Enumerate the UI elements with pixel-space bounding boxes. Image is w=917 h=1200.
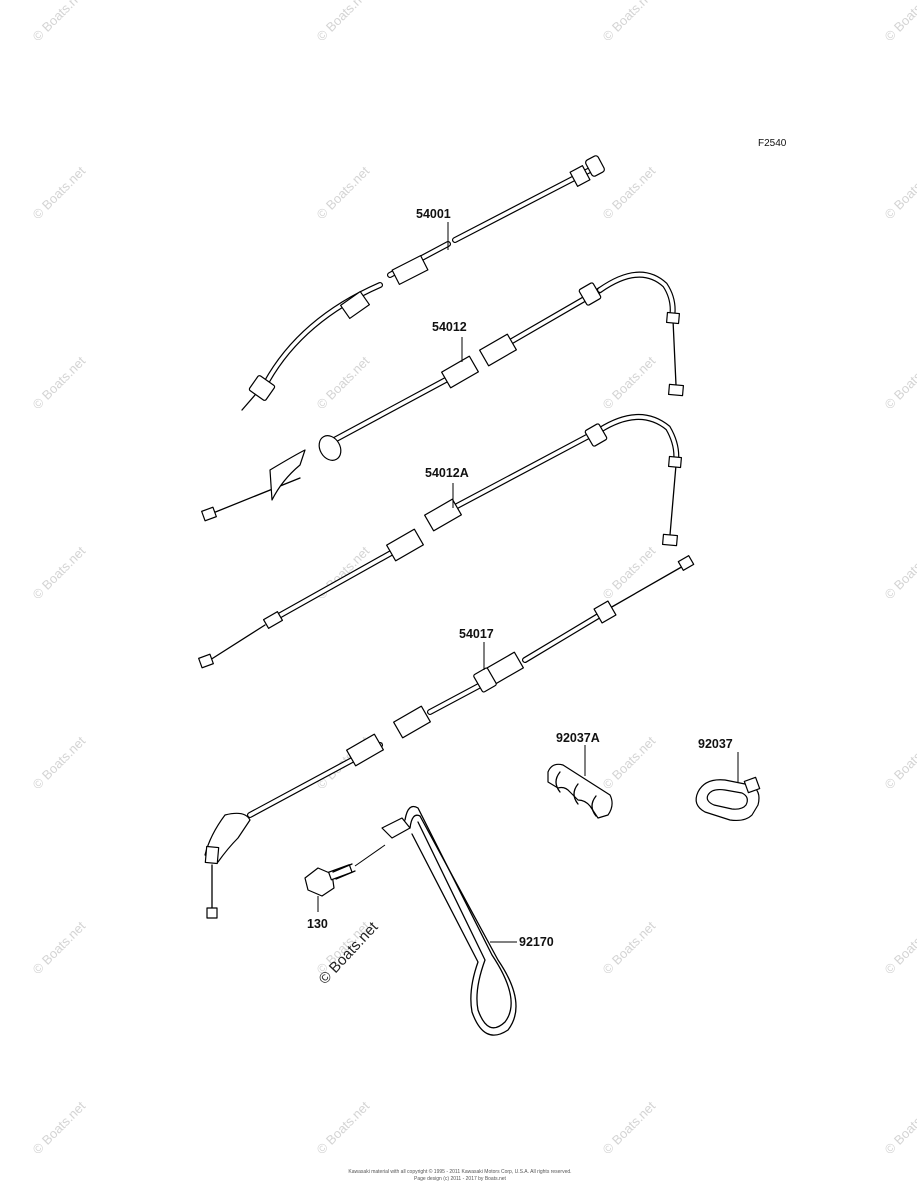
watermark-tile: © Boats.net: [314, 163, 373, 222]
footer-copyright-line2: Page design (c) 2011 - 2017 by Boats.net: [414, 1176, 507, 1182]
watermark-tile: © Boats.net: [314, 0, 373, 44]
part-label-54001[interactable]: 54001: [416, 207, 451, 221]
clamp-92037A[interactable]: [547, 763, 613, 819]
watermark-tile: © Boats.net: [600, 918, 659, 977]
part-label-54017[interactable]: 54017: [459, 627, 494, 641]
cable-54017[interactable]: [204, 555, 695, 919]
cable-54001[interactable]: [241, 155, 605, 411]
watermark-tile: © Boats.net: [30, 353, 89, 412]
watermark-tile: © Boats.net: [882, 543, 917, 602]
watermark-tile: © Boats.net: [882, 353, 917, 412]
cable-54012A[interactable]: [198, 414, 683, 669]
watermark-tile: © Boats.net: [600, 1098, 659, 1157]
bolt-130[interactable]: [304, 844, 386, 897]
watermark-tile: © Boats.net: [600, 353, 659, 412]
part-label-92037A[interactable]: 92037A: [556, 731, 600, 745]
watermark-tile: © Boats.net: [882, 1098, 917, 1157]
watermark-tile: © Boats.net: [314, 353, 373, 412]
loop-bracket-92170[interactable]: [381, 805, 517, 1036]
watermark-tile: © Boats.net: [882, 0, 917, 44]
part-label-54012A[interactable]: 54012A: [425, 466, 469, 480]
part-label-92037[interactable]: 92037: [698, 737, 733, 751]
watermark-tile: © Boats.net: [314, 1098, 373, 1157]
watermark-tile: © Boats.net: [30, 0, 89, 44]
watermark-tile: © Boats.net: [882, 163, 917, 222]
part-label-92170[interactable]: 92170: [519, 935, 554, 949]
footer-copyright-line1: Kawasaki material with all copyright © 1…: [348, 1168, 571, 1175]
watermark-tile: © Boats.net: [882, 733, 917, 792]
part-label-130[interactable]: 130: [307, 917, 328, 931]
watermark-tile: © Boats.net: [600, 733, 659, 792]
watermark-tile: © Boats.net: [30, 163, 89, 222]
part-label-54012[interactable]: 54012: [432, 320, 467, 334]
cable-54012[interactable]: [201, 271, 685, 522]
watermark-layer: © Boats.net © Boats.net © Boats.net © Boats…: [30, 0, 917, 1157]
watermark-tile: © Boats.net: [882, 918, 917, 977]
figure-code: F2540: [758, 138, 787, 149]
watermark-tile: © Boats.net: [600, 163, 659, 222]
watermark-tile: © Boats.net: [30, 543, 89, 602]
grommet-92037[interactable]: [695, 776, 761, 822]
watermark-tile: © Boats.net: [30, 1098, 89, 1157]
watermark-tile: © Boats.net: [600, 543, 659, 602]
watermark-tile: © Boats.net: [600, 0, 659, 44]
watermark-tile: © Boats.net: [30, 733, 89, 792]
watermark-tile: © Boats.net: [30, 918, 89, 977]
